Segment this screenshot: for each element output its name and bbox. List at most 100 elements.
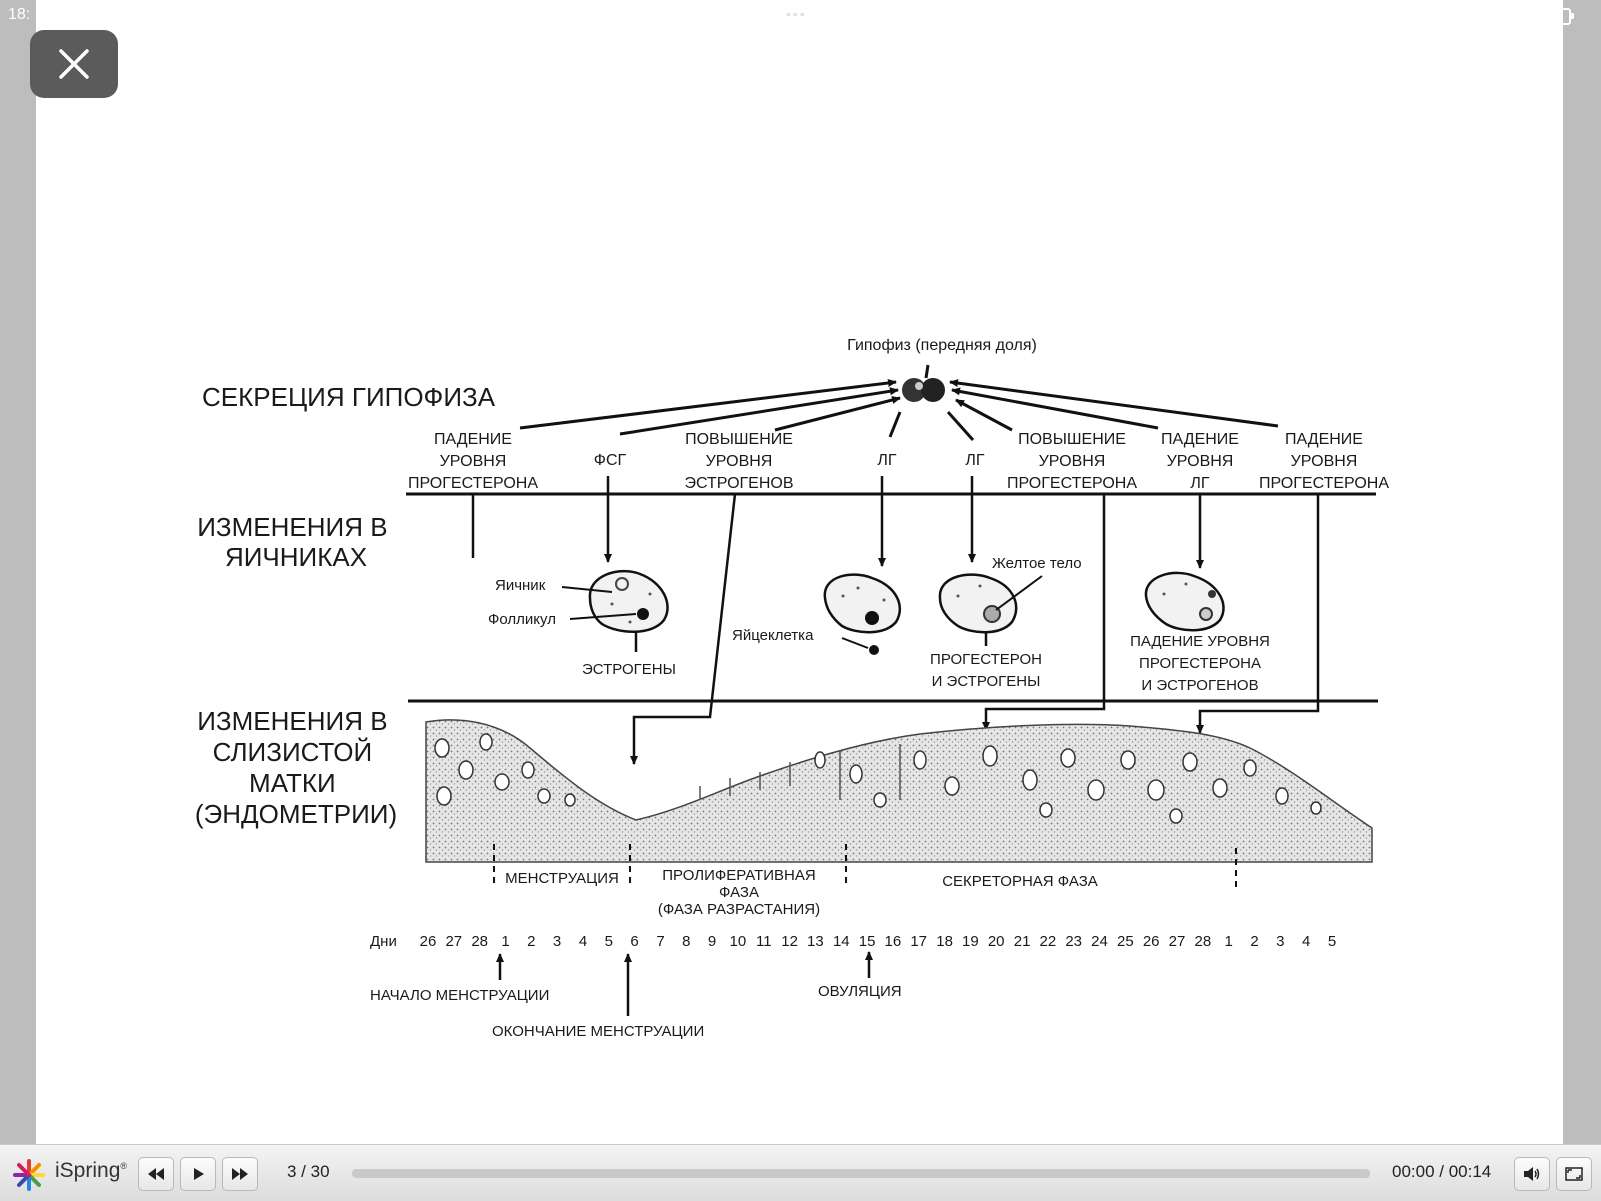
- day-label: 2: [1250, 933, 1258, 950]
- play-button[interactable]: [180, 1157, 216, 1191]
- player-toolbar: iSpring® 3 / 30 00:00 / 00:14: [0, 1144, 1601, 1201]
- day-label: 23: [1065, 933, 1082, 950]
- day-label: 27: [445, 933, 462, 950]
- day-label: 18: [936, 933, 953, 950]
- fast-forward-icon: [232, 1168, 248, 1180]
- row-title-endometrium: ИЗМЕНЕНИЯ В СЛИЗИСТОЙ МАТКИ (ЭНДОМЕТРИИ): [195, 706, 397, 829]
- play-icon: [194, 1168, 204, 1180]
- day-label: 13: [807, 933, 824, 950]
- days-label: Дни: [370, 933, 397, 950]
- row-title-pituitary: СЕКРЕЦИЯ ГИПОФИЗА: [202, 382, 496, 412]
- slide-canvas: [36, 0, 1563, 1144]
- page-indicator: 3 / 30: [287, 1162, 330, 1181]
- day-label: 14: [833, 933, 850, 950]
- battery-icon: [1537, 8, 1574, 25]
- day-label: 1: [501, 933, 509, 950]
- event-arrows: [496, 951, 873, 1016]
- ovary-labels: Яичник Фолликул ЭСТРОГЕНЫ Яйцеклетка Жел…: [488, 555, 1270, 694]
- day-label: 24: [1091, 933, 1108, 950]
- ovary-regression-icon: [1144, 571, 1225, 632]
- day-label: 5: [1328, 933, 1336, 950]
- brand-mark: ®: [120, 1161, 128, 1171]
- ispring-logo-icon: [13, 1159, 45, 1191]
- day-label: 28: [1195, 933, 1212, 950]
- brand-text: iSpring: [55, 1159, 121, 1182]
- day-label: 21: [1014, 933, 1031, 950]
- day-label: 11: [756, 933, 772, 950]
- phase-markers: [493, 844, 1237, 892]
- label-lh-2: ЛГ: [965, 452, 985, 469]
- status-time: 18:: [8, 6, 31, 23]
- day-label: 26: [1143, 933, 1160, 950]
- day-label: 10: [730, 933, 747, 950]
- day-label: 4: [1302, 933, 1310, 950]
- day-label: 5: [605, 933, 613, 950]
- label-lh-1: ЛГ: [877, 452, 897, 469]
- brand-name: iSpring®: [55, 1159, 127, 1183]
- day-label: 19: [962, 933, 979, 950]
- day-label: 4: [579, 933, 587, 950]
- volume-button[interactable]: [1514, 1157, 1550, 1191]
- day-label: 2: [527, 933, 535, 950]
- label-corpus-luteum: Желтое тело: [992, 555, 1082, 572]
- label-fsh: ФСГ: [594, 452, 627, 469]
- day-label: 3: [1276, 933, 1284, 950]
- day-label: 8: [682, 933, 690, 950]
- pituitary-arrows: [519, 379, 1279, 441]
- day-label: 17: [910, 933, 927, 950]
- egg-cell-icon: [869, 645, 879, 655]
- fast-forward-button[interactable]: [222, 1157, 258, 1191]
- label-ovary: Яичник: [495, 577, 546, 594]
- day-label: 7: [656, 933, 664, 950]
- label-secretory: СЕКРЕТОРНАЯ ФАЗА: [942, 873, 1098, 890]
- day-label: 27: [1169, 933, 1186, 950]
- day-label: 20: [988, 933, 1005, 950]
- connector-lines: [471, 476, 1320, 765]
- ovary-corpus-luteum-icon: [938, 573, 1043, 634]
- ovary-follicle-icon: [561, 569, 669, 633]
- label-egg: Яйцеклетка: [732, 627, 814, 644]
- day-label: 28: [471, 933, 488, 950]
- close-button[interactable]: [30, 30, 118, 98]
- day-label: 16: [885, 933, 902, 950]
- label-menstruation: МЕНСТРУАЦИЯ: [505, 870, 619, 887]
- status-dots: •••: [786, 6, 807, 22]
- status-bar: 18: •••: [0, 0, 1601, 30]
- volume-icon: [1524, 1167, 1540, 1181]
- menstrual-cycle-diagram: СЕКРЕЦИЯ ГИПОФИЗА ИЗМЕНЕНИЯ В ЯИЧНИКАХ И…: [195, 337, 1389, 1040]
- endometrium-illustration: [425, 719, 1373, 863]
- pituitary-label: Гипофиз (передняя доля): [847, 337, 1037, 354]
- label-menstruation-end: ОКОНЧАНИЕ МЕНСТРУАЦИИ: [492, 1023, 704, 1040]
- day-label: 26: [420, 933, 437, 950]
- fullscreen-icon: [1565, 1167, 1583, 1181]
- rewind-button[interactable]: [138, 1157, 174, 1191]
- close-icon: [59, 49, 89, 79]
- day-label: 25: [1117, 933, 1134, 950]
- progress-bar[interactable]: [352, 1169, 1370, 1178]
- rewind-icon: [148, 1168, 164, 1180]
- day-label: 1: [1225, 933, 1233, 950]
- day-label: 3: [553, 933, 561, 950]
- label-follicle: Фолликул: [488, 611, 556, 628]
- day-label: 22: [1040, 933, 1057, 950]
- time-display: 00:00 / 00:14: [1392, 1162, 1492, 1181]
- day-label: 6: [630, 933, 638, 950]
- label-estrogens: ЭСТРОГЕНЫ: [582, 661, 676, 678]
- day-label: 12: [781, 933, 798, 950]
- label-ovulation: ОВУЛЯЦИЯ: [818, 983, 902, 1000]
- fullscreen-button[interactable]: [1556, 1157, 1592, 1191]
- label-menstruation-start: НАЧАЛО МЕНСТРУАЦИИ: [370, 987, 549, 1004]
- event-labels: НАЧАЛО МЕНСТРУАЦИИ ОКОНЧАНИЕ МЕНСТРУАЦИИ…: [370, 983, 902, 1040]
- day-label: 15: [859, 933, 876, 950]
